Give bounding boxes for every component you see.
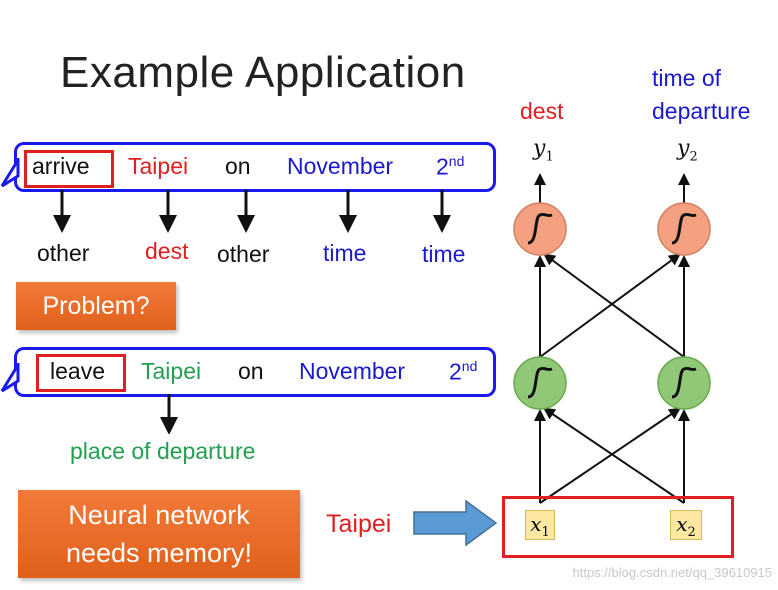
input-layer-box <box>502 496 734 558</box>
s2-word-on: on <box>238 358 264 384</box>
slot-label-2: dest <box>145 238 189 264</box>
memory-line-2: needs memory! <box>65 538 253 568</box>
s1-word-november: November <box>287 153 394 179</box>
network-graph <box>513 173 711 504</box>
input-x1: x1 <box>525 510 555 540</box>
sentence-2-pointer <box>0 363 20 393</box>
s2-word-november: November <box>299 358 406 384</box>
problem-button: Problem? <box>16 282 176 330</box>
watermark: https://blog.csdn.net/qq_39610915 <box>572 565 773 580</box>
slot-label-departure: place of departure <box>70 438 256 464</box>
slot-label-4: time <box>323 240 367 266</box>
slot-label-1: other <box>37 240 90 266</box>
s1-word-arrive: arrive <box>32 153 90 179</box>
s2-word-leave: leave <box>50 358 105 384</box>
input-arrow <box>413 499 498 547</box>
sentence-1-highlight <box>24 150 114 188</box>
sentence-2-highlight <box>36 354 126 392</box>
sentence-1-pointer <box>0 158 20 188</box>
s2-word-2nd: 2nd <box>449 358 478 385</box>
s1-word-on: on <box>225 153 251 179</box>
s1-slot-arrows <box>53 190 451 233</box>
output-neuron-1 <box>513 202 567 256</box>
output-label-departure: departure <box>652 98 751 124</box>
sentence-2-box <box>14 347 496 397</box>
input-x2: x2 <box>670 510 702 540</box>
memory-callout: Neural network needs memory! <box>18 490 300 578</box>
output-y2: y2 <box>677 136 698 165</box>
output-neuron-2 <box>657 202 711 256</box>
output-label-time-of: time of <box>652 65 722 91</box>
s1-word-taipei: Taipei <box>128 153 189 179</box>
s1-word-2nd: 2nd <box>436 153 465 180</box>
slide-title: Example Application <box>60 48 466 97</box>
memory-line-1: Neural network <box>68 500 250 530</box>
output-label-dest: dest <box>520 98 564 124</box>
slot-label-5: time <box>422 241 466 267</box>
slot-label-3: other <box>217 241 270 267</box>
input-word: Taipei <box>326 510 392 538</box>
hidden-neuron-1 <box>513 356 567 410</box>
output-y1: y1 <box>533 136 554 165</box>
s2-word-taipei: Taipei <box>141 358 202 384</box>
s2-slot-arrow <box>160 394 178 434</box>
hidden-neuron-2 <box>657 356 711 410</box>
